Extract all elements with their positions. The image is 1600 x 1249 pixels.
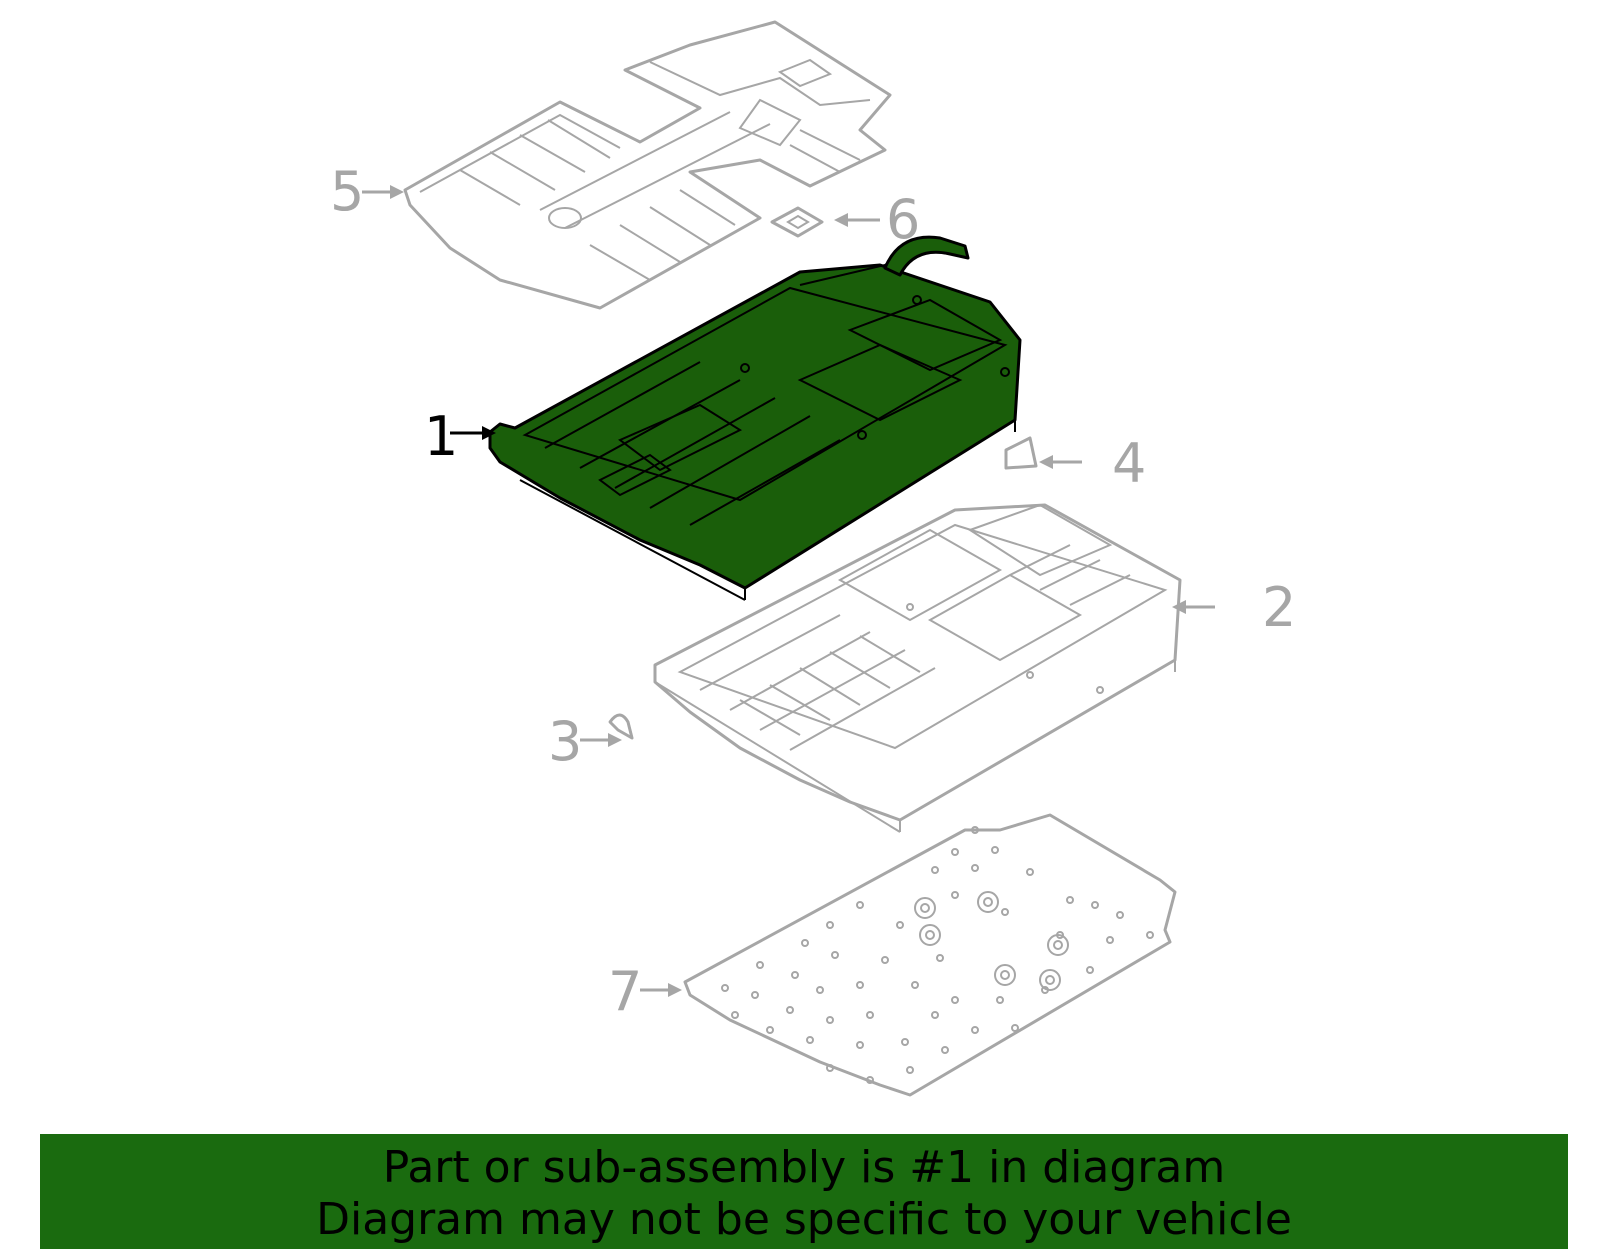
part-1-battery-assembly[interactable] <box>488 235 1022 601</box>
part-4-bracket[interactable] <box>1004 436 1038 470</box>
banner-line-2: Diagram may not be specific to your vehi… <box>316 1194 1292 1245</box>
callout-arrows <box>362 185 1215 997</box>
part-7-skid-plate[interactable] <box>683 813 1177 1097</box>
part-2-tray-frame[interactable] <box>653 503 1182 833</box>
part-5-upper-cover[interactable] <box>403 20 892 310</box>
callout-6[interactable]: 6 <box>886 188 920 251</box>
callout-4[interactable]: 4 <box>1112 432 1146 495</box>
part-3-clip[interactable] <box>608 713 634 740</box>
callout-2[interactable]: 2 <box>1262 576 1296 639</box>
callout-3[interactable]: 3 <box>548 710 582 773</box>
callout-1[interactable]: 1 <box>424 405 458 468</box>
callout-7[interactable]: 7 <box>608 960 642 1023</box>
parts-diagram: 1 2 3 4 5 6 7 <box>330 20 1296 1097</box>
callout-5[interactable]: 5 <box>330 160 364 223</box>
part-6-pad[interactable] <box>770 206 824 238</box>
banner-line-1: Part or sub-assembly is #1 in diagram <box>382 1142 1226 1193</box>
info-banner: Part or sub-assembly is #1 in diagram Di… <box>40 1134 1568 1249</box>
